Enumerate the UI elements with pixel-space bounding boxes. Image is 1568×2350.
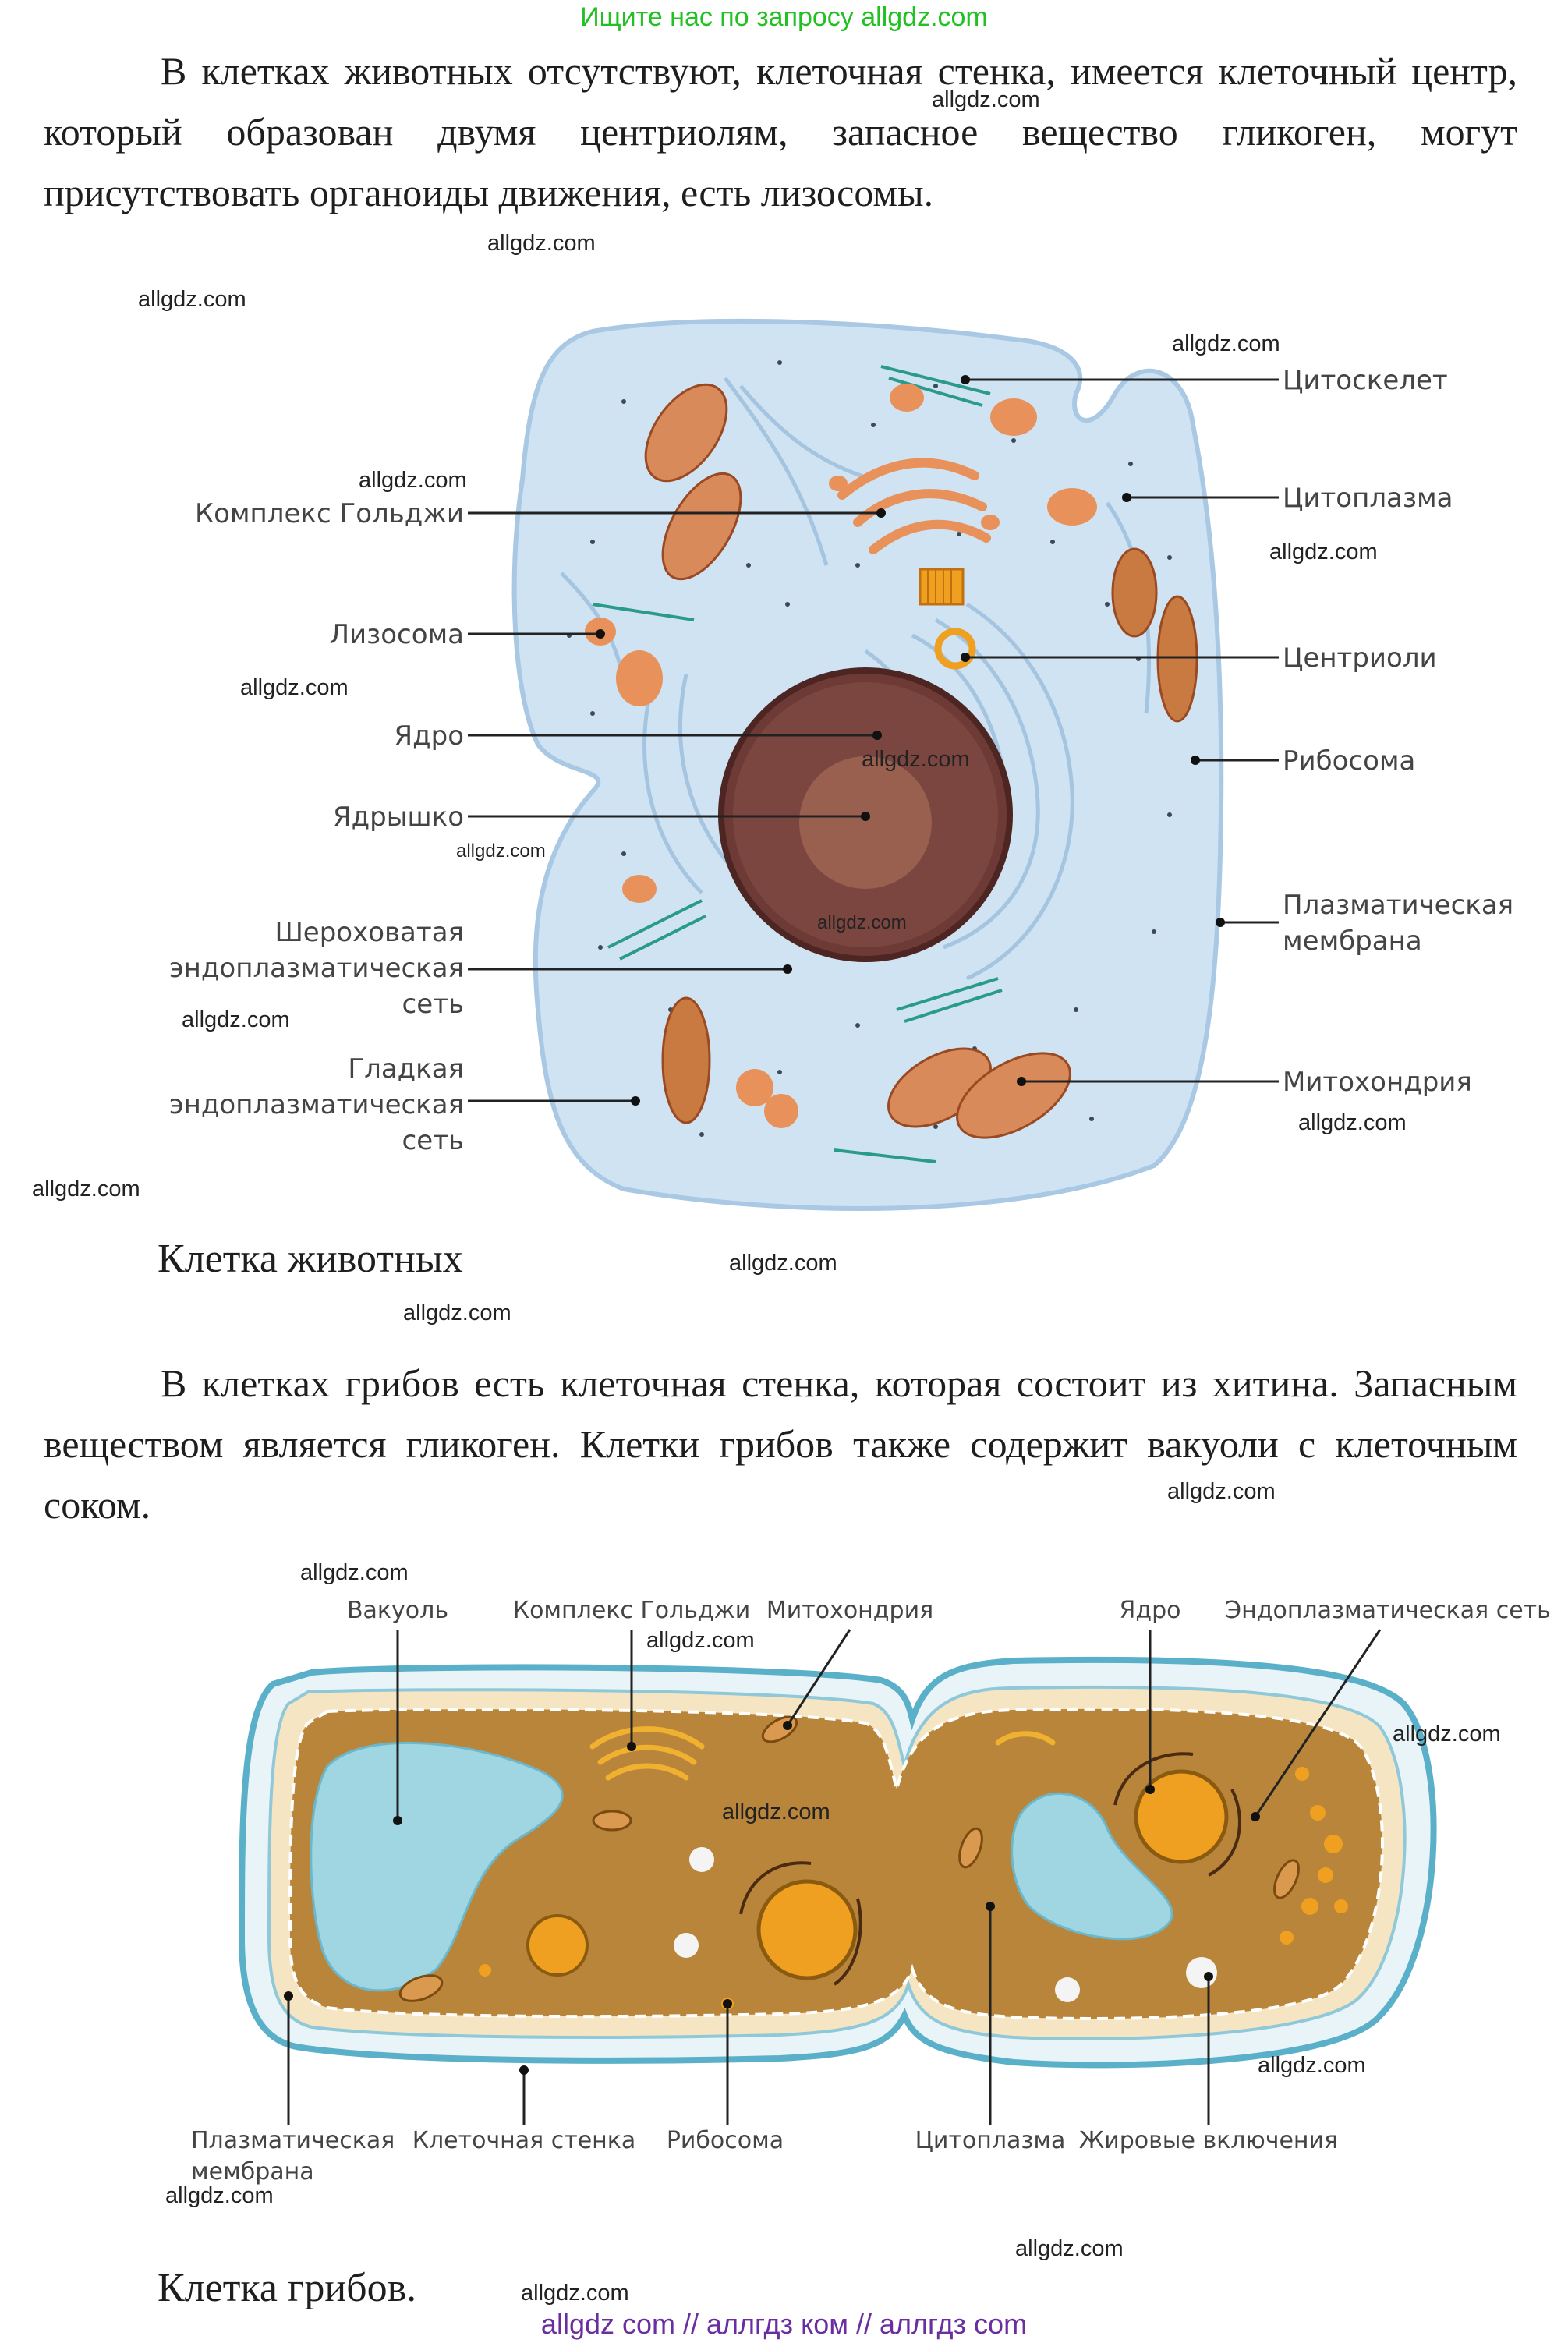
animal-label-nucleus: Ядро bbox=[394, 720, 882, 752]
fungal-cell-paragraph: В клетках грибов есть клеточная стенка, … bbox=[44, 1361, 1517, 1527]
fungal-label-plasma-membrane: Плазматическая мембрана bbox=[191, 1991, 395, 2185]
watermark: allgdz.com bbox=[1393, 1722, 1501, 1747]
watermark: allgdz.com bbox=[403, 1301, 511, 1325]
svg-text:Комплекс Гольджи: Комплекс Гольджи bbox=[195, 498, 464, 529]
fungal-nucleus-shape bbox=[1134, 1769, 1229, 1864]
animal-cell-caption: Клетка животных bbox=[158, 1237, 463, 1281]
watermark: allgdz.com bbox=[165, 2183, 274, 2208]
fungal-cell-diagram: Вакуоль Комплекс Гольджи Митохондрия Ядр… bbox=[191, 1597, 1551, 2185]
animal-cell-paragraph: В клетках животных отсутствуют, клеточна… bbox=[44, 49, 1517, 214]
svg-text:Плазматическая: Плазматическая bbox=[1283, 890, 1513, 921]
fungal-label-mitochondria: Митохондрия bbox=[766, 1597, 933, 1730]
fungal-vacuole-left bbox=[310, 1741, 564, 1992]
watermark: allgdz.com bbox=[729, 1251, 837, 1276]
svg-text:Ядро: Ядро bbox=[1120, 1597, 1181, 1624]
fungal-label-ribosome: Рибосома bbox=[667, 1999, 784, 2154]
watermark: allgdz.com bbox=[1298, 1110, 1407, 1135]
animal-label-plasma-membrane: Плазматическая мембрана bbox=[1216, 890, 1513, 957]
watermark: allgdz.com bbox=[1015, 2236, 1124, 2261]
animal-cell-diagram: Цитоскелет Цитоплазма Комплекс Гольджи Л… bbox=[169, 318, 1513, 1211]
watermark: allgdz.com bbox=[1269, 540, 1378, 564]
svg-text:Жировые включения: Жировые включения bbox=[1079, 2127, 1338, 2154]
fungal-vacuole-right bbox=[1011, 1792, 1173, 1941]
animal-label-smooth-er: Гладкая эндоплазматическая сеть bbox=[169, 1053, 640, 1156]
svg-text:мембрана: мембрана bbox=[191, 2158, 314, 2185]
animal-label-golgi: Комплекс Гольджи bbox=[195, 498, 886, 529]
footer-links[interactable]: allgdz com // аллгдз ком // аллгдз com bbox=[540, 2308, 1028, 2340]
svg-text:Рибосома: Рибосома bbox=[1283, 745, 1415, 777]
animal-label-mitochondria: Митохондрия bbox=[1017, 1067, 1472, 1098]
svg-text:Клеточная стенка: Клеточная стенка bbox=[412, 2127, 636, 2154]
watermark: allgdz.com bbox=[359, 468, 467, 493]
fungal-label-golgi: Комплекс Гольджи bbox=[513, 1597, 750, 1751]
watermark: allgdz.com bbox=[817, 912, 907, 933]
svg-text:сеть: сеть bbox=[402, 989, 464, 1020]
fungal-label-vacuole: Вакуоль bbox=[347, 1597, 448, 1825]
fungal-label-cell-wall: Клеточная стенка bbox=[412, 2065, 636, 2154]
watermark: allgdz.com bbox=[1258, 2053, 1366, 2078]
svg-text:Вакуоль: Вакуоль bbox=[347, 1597, 448, 1624]
watermark: allgdz.com bbox=[932, 87, 1040, 112]
svg-text:эндоплазматическая: эндоплазматическая bbox=[169, 953, 464, 984]
svg-text:сеть: сеть bbox=[402, 1125, 464, 1156]
watermark: allgdz.com bbox=[521, 2281, 629, 2306]
watermark: allgdz.com bbox=[722, 1800, 830, 1824]
animal-label-lysosome: Лизосома bbox=[329, 619, 605, 650]
svg-text:Гладкая: Гладкая bbox=[348, 1053, 464, 1085]
svg-text:Рибосома: Рибосома bbox=[667, 2127, 784, 2154]
fungal-label-fat-inclusions: Жировые включения bbox=[1079, 1972, 1338, 2154]
watermark: allgdz.com bbox=[1167, 1479, 1276, 1504]
centriole-shape bbox=[919, 568, 976, 670]
svg-text:Ядро: Ядро bbox=[394, 720, 464, 752]
fungal-label-er: Эндоплазматическая сеть bbox=[1225, 1597, 1551, 1821]
svg-text:Цитоскелет: Цитоскелет bbox=[1283, 365, 1448, 396]
svg-text:Комплекс Гольджи: Комплекс Гольджи bbox=[513, 1597, 750, 1624]
svg-text:Центриоли: Центриоли bbox=[1283, 642, 1437, 674]
watermark: allgdz.com bbox=[240, 675, 349, 700]
fungal-label-nucleus: Ядро bbox=[1120, 1597, 1181, 1794]
svg-text:Митохондрия: Митохондрия bbox=[766, 1597, 933, 1624]
svg-text:Плазматическая: Плазматическая bbox=[191, 2127, 395, 2154]
animal-label-cytoskeleton: Цитоскелет bbox=[961, 365, 1448, 396]
animal-label-rough-er: Шероховатая эндоплазматическая сеть bbox=[169, 917, 792, 1020]
fungal-label-cytoplasm: Цитоплазма bbox=[915, 1902, 1066, 2154]
svg-text:Эндоплазматическая сеть: Эндоплазматическая сеть bbox=[1225, 1597, 1551, 1624]
nucleolus-shape bbox=[799, 756, 932, 889]
svg-text:Митохондрия: Митохондрия bbox=[1283, 1067, 1472, 1098]
svg-text:Лизосома: Лизосома bbox=[329, 619, 464, 650]
watermark: allgdz.com bbox=[487, 231, 596, 256]
animal-label-ribosome: Рибосома bbox=[1191, 745, 1415, 777]
watermark: allgdz.com bbox=[1172, 331, 1280, 356]
svg-text:Ядрышко: Ядрышко bbox=[333, 802, 464, 833]
watermark: allgdz.com bbox=[646, 1628, 755, 1653]
svg-text:Цитоплазма: Цитоплазма bbox=[915, 2127, 1066, 2154]
svg-text:эндоплазматическая: эндоплазматическая bbox=[169, 1089, 464, 1120]
svg-text:Цитоплазма: Цитоплазма bbox=[1283, 483, 1453, 514]
watermark: allgdz.com bbox=[182, 1007, 290, 1032]
fungal-cell-caption: Клетка грибов. bbox=[158, 2266, 417, 2310]
watermark: allgdz.com bbox=[300, 1560, 409, 1585]
svg-text:мембрана: мембрана bbox=[1283, 925, 1422, 957]
animal-label-centrioles: Центриоли bbox=[961, 642, 1437, 674]
animal-label-cytoplasm: Цитоплазма bbox=[1122, 483, 1453, 514]
top-banner[interactable]: Ищите нас по запросу allgdz.com bbox=[580, 2, 988, 32]
watermark: allgdz.com bbox=[138, 287, 246, 312]
svg-text:Шероховатая: Шероховатая bbox=[274, 917, 464, 948]
animal-label-nucleolus: Ядрышко bbox=[333, 802, 870, 833]
watermark: allgdz.com bbox=[456, 841, 546, 862]
watermark: allgdz.com bbox=[862, 747, 970, 772]
watermark: allgdz.com bbox=[32, 1177, 140, 1202]
